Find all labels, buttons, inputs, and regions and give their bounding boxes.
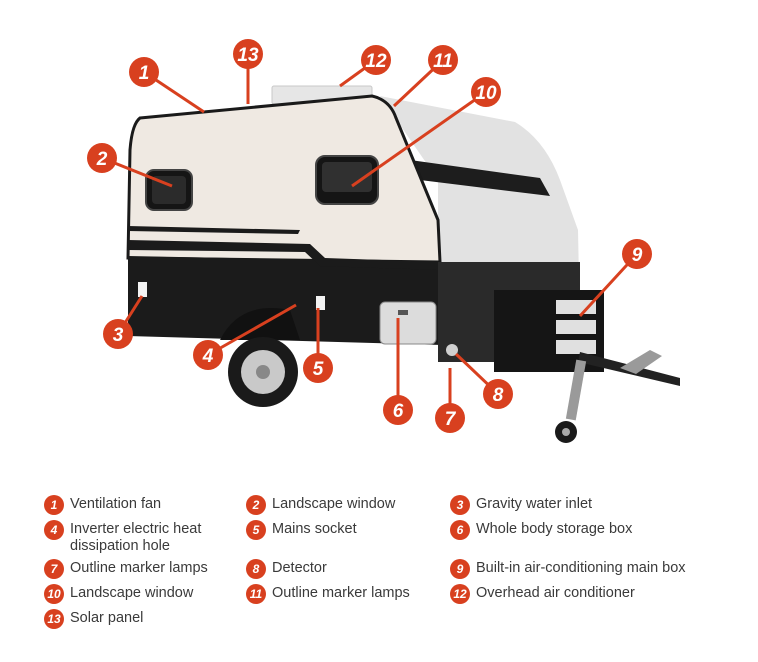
svg-text:9: 9 (632, 245, 643, 266)
legend-label: Built-in air-conditioning main box (476, 560, 686, 576)
trailer-diagram: 1 13 12 11 10 2 3 4 5 6 7 8 9 (87, 39, 680, 443)
callout-11: 11 (428, 45, 458, 75)
legend-item-8: 8 Detector (246, 559, 327, 579)
svg-text:13: 13 (237, 45, 259, 66)
svg-text:3: 3 (113, 325, 124, 346)
legend-label: Overhead air conditioner (476, 585, 635, 601)
legend-item-6: 6 Whole body storage box (450, 520, 633, 540)
callout-1: 1 (129, 57, 159, 87)
legend-label: Gravity water inlet (476, 496, 593, 512)
legend-label: Whole body storage box (476, 521, 633, 537)
legend-item-2: 2 Landscape window (246, 495, 396, 515)
legend-badge: 12 (450, 584, 470, 604)
callout-10: 10 (471, 77, 501, 107)
svg-text:7: 7 (445, 409, 457, 430)
legend-badge: 2 (246, 495, 266, 515)
legend-item-12: 12 Overhead air conditioner (450, 584, 635, 604)
caravan-illustration (126, 85, 680, 443)
svg-text:12: 12 (365, 51, 387, 72)
legend-item-5: 5 Mains socket (246, 520, 357, 540)
svg-text:10: 10 (475, 83, 497, 104)
legend-label: Landscape window (70, 585, 194, 601)
legend-label: Landscape window (272, 496, 396, 512)
front-body (126, 94, 442, 264)
legend-label: Outline marker lamps (70, 560, 208, 576)
svg-text:8: 8 (493, 385, 504, 406)
legend-label: Mains socket (272, 521, 357, 537)
callout-3: 3 (103, 319, 133, 349)
legend-badge: 11 (246, 584, 266, 604)
callout-5: 5 (303, 353, 333, 383)
legend-item-13: 13 Solar panel (44, 609, 144, 629)
legend-label: Detector (272, 560, 327, 576)
callout-2: 2 (87, 143, 117, 173)
callout-7: 7 (435, 403, 465, 433)
legend-badge: 7 (44, 559, 64, 579)
legend-item-11: 11 Outline marker lamps (246, 584, 410, 604)
svg-text:6: 6 (393, 401, 404, 422)
legend-item-1: 1 Ventilation fan (44, 495, 162, 515)
legend-item-9: 9 Built-in air-conditioning main box (450, 559, 686, 579)
legend-badge: 6 (450, 520, 470, 540)
callout-9: 9 (622, 239, 652, 269)
legend-label: Inverter electric heat dissipation hole (70, 521, 202, 554)
legend-item-10: 10 Landscape window (44, 584, 194, 604)
legend-badge: 1 (44, 495, 64, 515)
callout-8: 8 (483, 379, 513, 409)
legend-label: Outline marker lamps (272, 585, 410, 601)
legend-badge: 13 (44, 609, 64, 629)
legend-badge: 8 (246, 559, 266, 579)
callout-12: 12 (361, 45, 391, 75)
storage-door (379, 301, 437, 345)
legend-item-7: 7 Outline marker lamps (44, 559, 208, 579)
legend-badge: 4 (44, 520, 64, 540)
callout-4: 4 (193, 340, 223, 370)
svg-text:4: 4 (202, 346, 214, 367)
svg-text:11: 11 (433, 51, 453, 72)
legend-badge: 9 (450, 559, 470, 579)
legend-item-4: 4 Inverter electric heat dissipation hol… (44, 520, 202, 555)
svg-text:5: 5 (313, 359, 324, 380)
legend-item-3: 3 Gravity water inlet (450, 495, 593, 515)
legend: 1 Ventilation fan 2 Landscape window 3 G… (0, 488, 758, 648)
legend-label: Solar panel (70, 610, 144, 626)
lower-body (128, 256, 442, 345)
legend-badge: 10 (44, 584, 64, 604)
callout-6: 6 (383, 395, 413, 425)
legend-label: Ventilation fan (70, 496, 162, 512)
svg-text:2: 2 (96, 149, 108, 170)
svg-text:1: 1 (139, 63, 150, 84)
legend-badge: 3 (450, 495, 470, 515)
callout-13: 13 (233, 39, 263, 69)
legend-badge: 5 (246, 520, 266, 540)
